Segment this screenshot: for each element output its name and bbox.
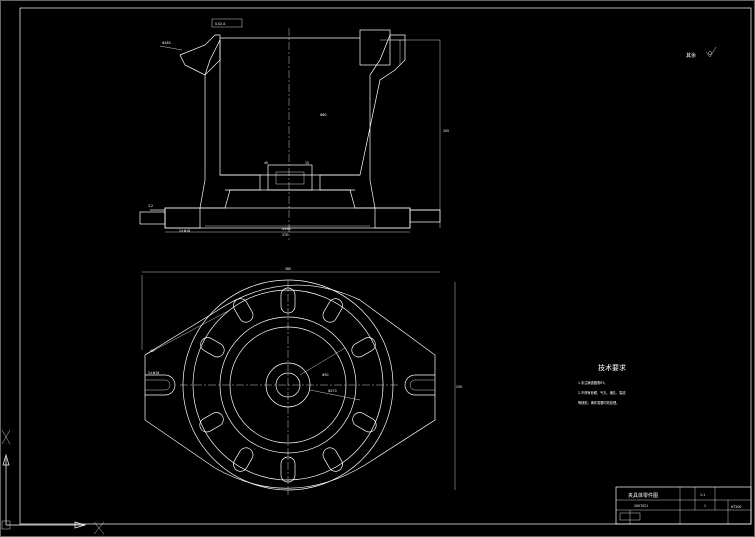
tolerance-label: 0.02 A [215,22,226,26]
title-part-name: 夹具体零件图 [628,492,658,499]
front-section-view: 205 370 Φ160 Φ180 0.02 A Φ80 40 15 2×Φ18… [139,18,449,240]
dim-top: Φ180 [162,41,171,45]
dim-small-left: 2×Φ18 [179,229,190,233]
title-block: 夹具体零件图 1:1 1 HT200 2007021 [615,486,752,525]
title-scale: 1:1 [700,493,705,497]
title-material: HT200 [731,505,741,509]
tech-req-item-1: 1.未注铸造圆角R3。 [578,380,608,385]
plan-view: 380 250 Φ30 [141,267,462,495]
surface-note: 其余 [686,46,717,59]
title-student-id: 2007021 [634,504,648,508]
dim-roughness: 3.2 [148,204,153,208]
dim-bore: Φ80 [320,113,327,117]
tolerance-frame [211,18,243,28]
tech-req-item-2: 2.不得有砂眼、气孔、缩孔、裂纹 [578,390,626,395]
dim-inner-width: Φ160 [282,227,291,231]
dim-flange: 15 [305,161,309,165]
tech-requirements: 技术要求 1.未注铸造圆角R3。 2.不得有砂眼、气孔、缩孔、裂纹 等缺陷，铸件… [578,363,626,405]
surface-note-text: 其余 [686,52,696,59]
dim-circle: Φ270 [328,389,337,393]
tech-req-title: 技术要求 [598,363,626,372]
sheet-border [19,7,752,525]
dim-plan-height: 250 [456,385,462,389]
dim-hole: Φ30 [322,373,329,377]
dim-base-width: 370 [282,233,288,237]
dim-small-plan: 2×Φ18 [148,371,159,375]
dim-depth: 40 [264,161,268,165]
dim-angle: 45° [150,349,156,353]
tech-req-item-3: 等缺陷，铸件需要时效处理。 [578,400,619,405]
ucs-icon [1,429,105,535]
dim-plan-width: 380 [285,267,291,271]
dim-height-right: 205 [443,129,449,133]
title-sheet: 1 [704,504,706,508]
